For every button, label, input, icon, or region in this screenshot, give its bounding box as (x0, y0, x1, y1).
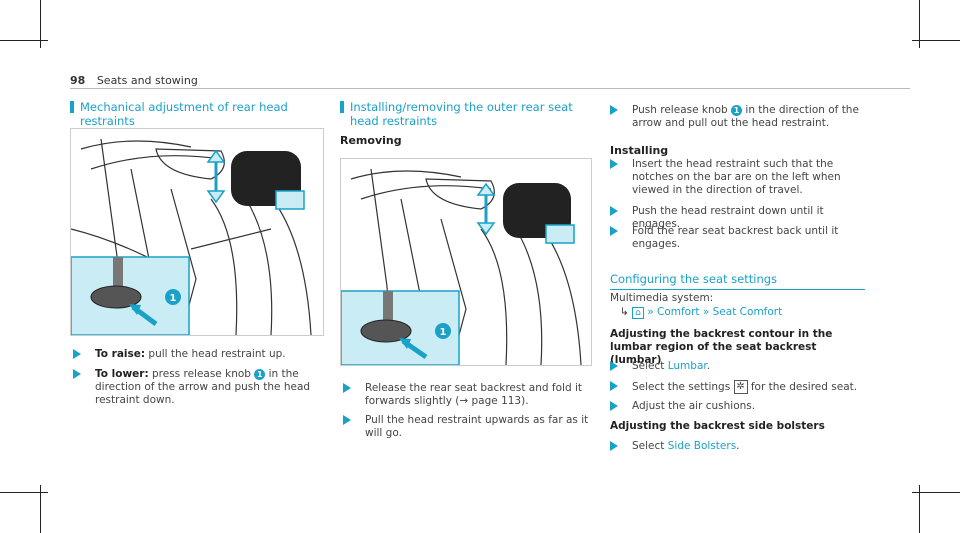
left-column: Mechanical adjustment of rear head restr… (70, 100, 325, 128)
step-arrow-icon (610, 381, 618, 391)
subheading: Installing (610, 144, 669, 157)
side-bolsters-link[interactable]: Side Bolsters (667, 440, 737, 452)
step-arrow-icon (610, 105, 618, 115)
crop-mark (40, 485, 41, 533)
path-arrow-icon: ↳ (620, 306, 629, 318)
callout-number: 1 (170, 293, 177, 304)
step-arrow-icon (610, 401, 618, 411)
crop-mark (912, 492, 960, 493)
menu-path: ↳ ⌂ » Comfort » Seat Comfort (620, 306, 782, 319)
menu-seat-comfort[interactable]: Seat Comfort (712, 306, 783, 318)
middle-column: Installing/removing the outer rear seat … (340, 100, 590, 147)
step-arrow-icon (73, 349, 81, 359)
list-item: Adjust the air cushions. (610, 400, 867, 413)
list-item: Select Side Bolsters. (610, 440, 867, 453)
step-arrow-icon (343, 383, 351, 393)
multimedia-label: Multimedia system: (610, 292, 714, 304)
section-name: Seats and stowing (96, 74, 198, 87)
step-arrow-icon (343, 415, 351, 425)
list-item: Push release knob 1 in the direction of … (610, 104, 867, 130)
crop-mark (0, 492, 48, 493)
removing-illustration: 1 (340, 158, 592, 366)
crop-mark (0, 40, 48, 41)
subheading: Removing (340, 134, 402, 147)
list-item: To raise: pull the head restraint up. (73, 348, 325, 361)
section-title: Installing/removing the outer rear seat … (340, 100, 590, 128)
step-arrow-icon (610, 159, 618, 169)
knob-marker: 1 (731, 104, 743, 116)
list-item: Push the head restraint down until it en… (610, 205, 867, 231)
crop-mark (919, 485, 920, 533)
list-item: Insert the head restraint such that the … (610, 158, 867, 197)
menu-comfort[interactable]: Comfort (657, 306, 700, 318)
list-item: Select the settings ✲ for the desired se… (610, 380, 867, 394)
step-arrow-icon (73, 369, 81, 379)
step-arrow-icon (610, 226, 618, 236)
chevron-icon: » (647, 306, 654, 318)
page-number: 98 (70, 74, 86, 87)
list-item: Release the rear seat backrest and fold … (343, 382, 590, 408)
section-marker (70, 101, 74, 113)
page-header: 98 Seats and stowing (70, 74, 198, 87)
list-item: To lower: press release knob 1 in the di… (73, 368, 325, 407)
list-item: Pull the head restraint upwards as far a… (343, 414, 590, 440)
crop-mark (919, 0, 920, 48)
step-arrow-icon (610, 206, 618, 216)
list-item: Select Lumbar. (610, 360, 867, 373)
lumbar-link[interactable]: Lumbar (667, 360, 707, 372)
step-arrow-icon (610, 361, 618, 371)
head-restraint-illustration: 1 (70, 128, 324, 336)
crop-mark (912, 40, 960, 41)
heading-lumbar: Adjusting the backrest contour in the lu… (610, 328, 833, 366)
crop-mark (40, 0, 41, 48)
config-heading: Configuring the seat settings (610, 268, 865, 290)
section-title: Mechanical adjustment of rear head restr… (70, 100, 325, 128)
step-arrow-icon (610, 441, 618, 451)
header-rule (70, 88, 910, 89)
knob-marker: 1 (254, 368, 266, 380)
list-item: Fold the rear seat backrest back until i… (610, 225, 867, 251)
home-icon[interactable]: ⌂ (632, 307, 644, 319)
chevron-icon: » (702, 306, 710, 318)
heading-bolsters: Adjusting the backrest side bolsters (610, 420, 825, 432)
settings-gear-icon[interactable]: ✲ (733, 380, 748, 394)
callout-number: 1 (440, 327, 447, 338)
section-marker (340, 101, 344, 113)
